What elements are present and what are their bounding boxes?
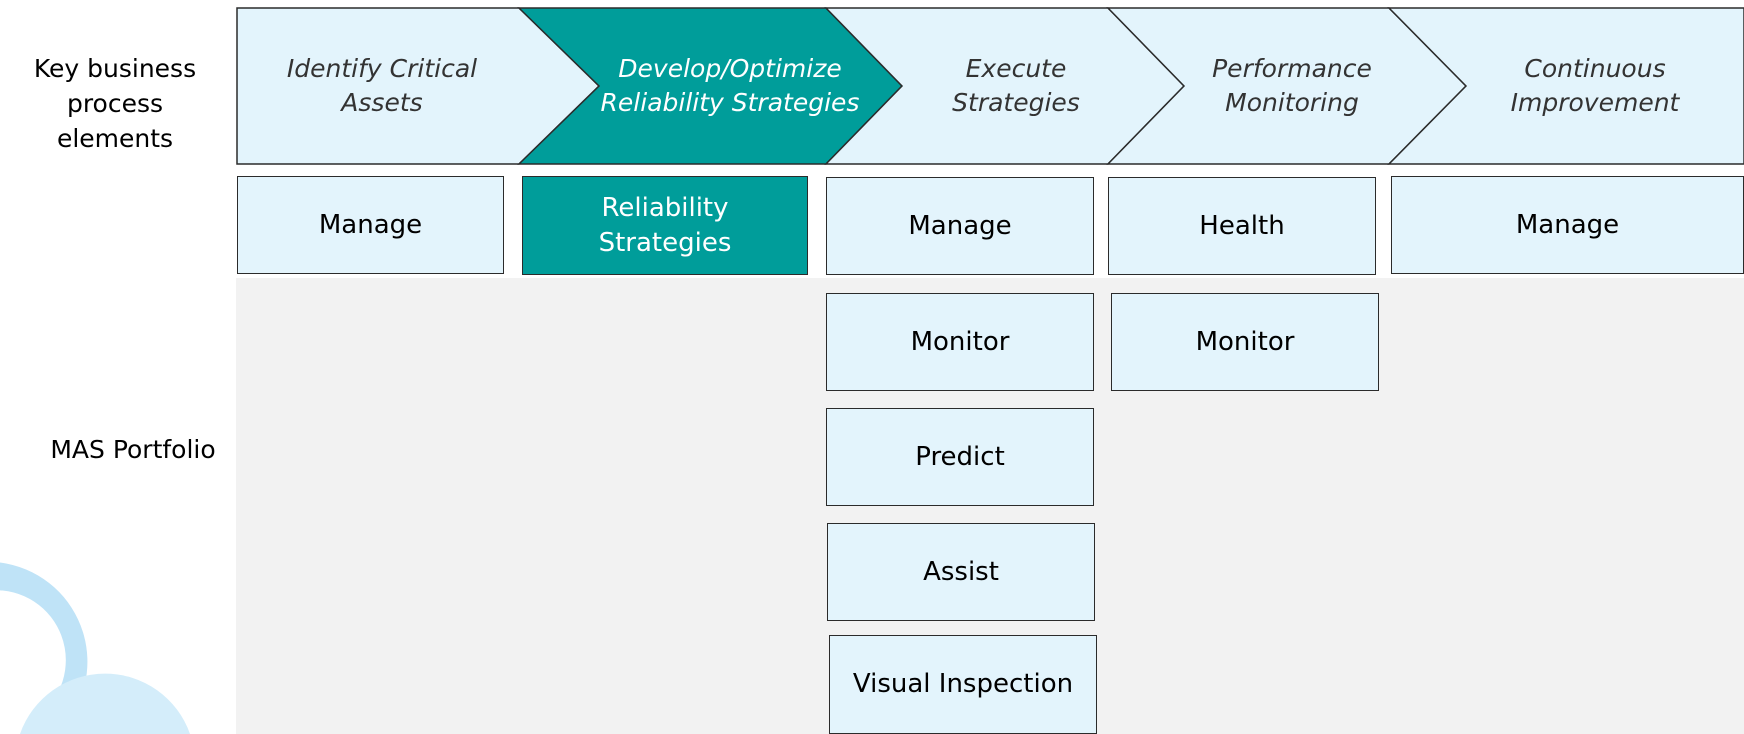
chevron-develop-optimize-label: Develop/Optimize Reliability Strategies bbox=[600, 54, 860, 117]
chevron-continuous-improvement-label: Continuous Improvement bbox=[1510, 54, 1680, 117]
decorative-arc bbox=[0, 562, 190, 734]
portfolio-box-monitor: Monitor bbox=[826, 293, 1094, 391]
portfolio-box-monitor: Monitor bbox=[1111, 293, 1379, 391]
chevron-performance-monitoring-label: Performance Monitoring bbox=[1212, 54, 1372, 117]
portfolio-box-assist: Assist bbox=[827, 523, 1095, 621]
row-label-mas-portfolio: MAS Portfolio bbox=[50, 435, 216, 464]
row-label-key-business: Key business process elements bbox=[33, 54, 197, 153]
process-chevrons bbox=[236, 7, 1744, 165]
chevron-continuous-improvement bbox=[1387, 7, 1744, 165]
portfolio-box-reliability-strategies: Reliability Strategies bbox=[522, 176, 808, 275]
portfolio-box-manage: Manage bbox=[237, 176, 504, 274]
chevron-identify-critical-assets-label: Identify Critical Assets bbox=[286, 54, 478, 117]
portfolio-box-predict: Predict bbox=[826, 408, 1094, 506]
portfolio-box-manage: Manage bbox=[1391, 176, 1744, 274]
portfolio-box-visual-inspection: Visual Inspection bbox=[829, 635, 1097, 734]
portfolio-box-health: Health bbox=[1108, 177, 1376, 275]
portfolio-box-manage: Manage bbox=[826, 177, 1094, 275]
chevron-execute-strategies-label: Execute Strategies bbox=[952, 54, 1080, 117]
